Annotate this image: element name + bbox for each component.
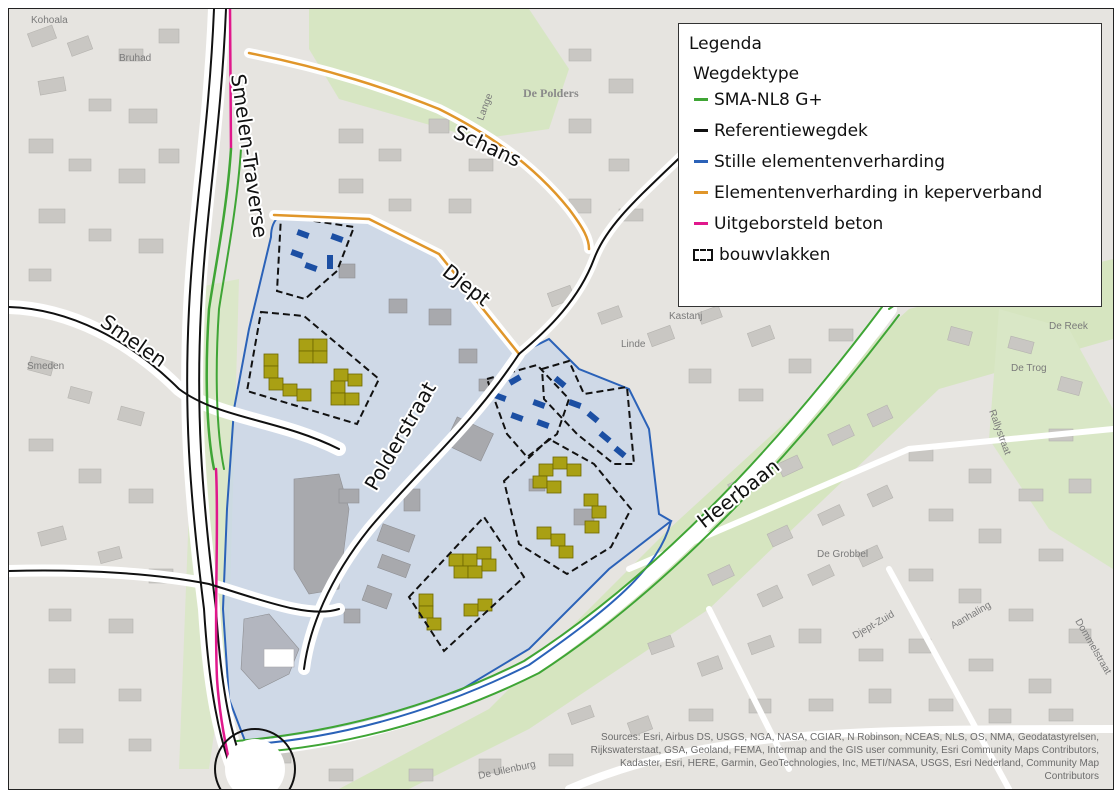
- line-swatch-icon: [694, 98, 708, 101]
- planned-buildings-olive: [263, 338, 607, 631]
- legend-item: Uitgeborsteld beton: [689, 208, 1091, 239]
- minor-label: De Grobbel: [817, 549, 868, 560]
- road-north-east: [518, 128, 710, 355]
- road-referentiewegdek-main: [186, 9, 235, 778]
- road-referentiewegdek-east: [198, 9, 249, 778]
- park-area-north: [309, 9, 569, 139]
- minor-label: Bruhad: [119, 53, 151, 64]
- road-sma-north: [205, 147, 233, 471]
- road-polderstraat: [303, 353, 520, 670]
- road-smelen: [9, 306, 340, 450]
- road-heerbaan-green-1: [248, 314, 900, 754]
- road-lines: [9, 9, 950, 789]
- planned-buildings-blue: [290, 229, 627, 459]
- map-frame[interactable]: Smelen-Traverse Smelen Schans Djept Pold…: [8, 8, 1114, 790]
- map-legend: Legenda Wegdektype SMA-NL8 G+ Referentiew…: [678, 23, 1102, 307]
- line-swatch-icon: [694, 191, 708, 194]
- label-de-polders: De Polders: [523, 86, 579, 100]
- legend-item-label: Referentiewegdek: [714, 120, 868, 141]
- road-djept: [272, 213, 521, 356]
- road-uitgeborsteld-beton-north: [228, 9, 233, 151]
- green-strip-heerbaan: [339, 259, 1113, 789]
- minor-label: Linde: [621, 339, 646, 350]
- legend-item: bouwvlakken: [689, 239, 1091, 270]
- legend-item-label: bouwvlakken: [719, 244, 831, 265]
- road-uitgeborsteld-beton-south: [214, 467, 233, 771]
- legend-item: Elementenverharding in keperverband: [689, 177, 1091, 208]
- minor-label: Kastanj: [669, 311, 702, 322]
- map-attribution: Sources: Esri, Airbus DS, USGS, NGA, NAS…: [590, 732, 1099, 782]
- legend-item: Referentiewegdek: [689, 115, 1091, 146]
- residential-buildings: [27, 24, 1092, 782]
- road-west-south: [9, 569, 340, 613]
- legend-item-label: Stille elementenverharding: [714, 151, 945, 172]
- roundabout: [214, 728, 296, 789]
- road-heerbaan-green-2: [236, 306, 883, 742]
- line-swatch-icon: [694, 160, 708, 163]
- legend-item-label: SMA-NL8 G+: [714, 89, 823, 110]
- legend-item-label: Uitgeborsteld beton: [714, 213, 884, 234]
- minor-label: Smeden: [27, 361, 64, 372]
- road-sma-north-2: [215, 148, 242, 470]
- road-schans: [247, 51, 591, 251]
- legend-title: Legenda: [689, 34, 762, 54]
- bouwvlakken-outlines: [245, 214, 636, 653]
- line-swatch-icon: [694, 129, 708, 132]
- legend-item: SMA-NL8 G+: [689, 84, 1091, 115]
- line-swatch-icon: [694, 222, 708, 225]
- dashed-box-icon: [693, 248, 713, 261]
- minor-label: Kohoala: [31, 15, 68, 26]
- legend-subtitle: Wegdektype: [693, 64, 800, 84]
- minor-label: De Reek: [1049, 321, 1089, 332]
- legend-item: Stille elementenverharding: [689, 146, 1091, 177]
- legend-item-label: Elementenverharding in keperverband: [714, 182, 1043, 203]
- minor-label: De Trog: [1011, 363, 1047, 374]
